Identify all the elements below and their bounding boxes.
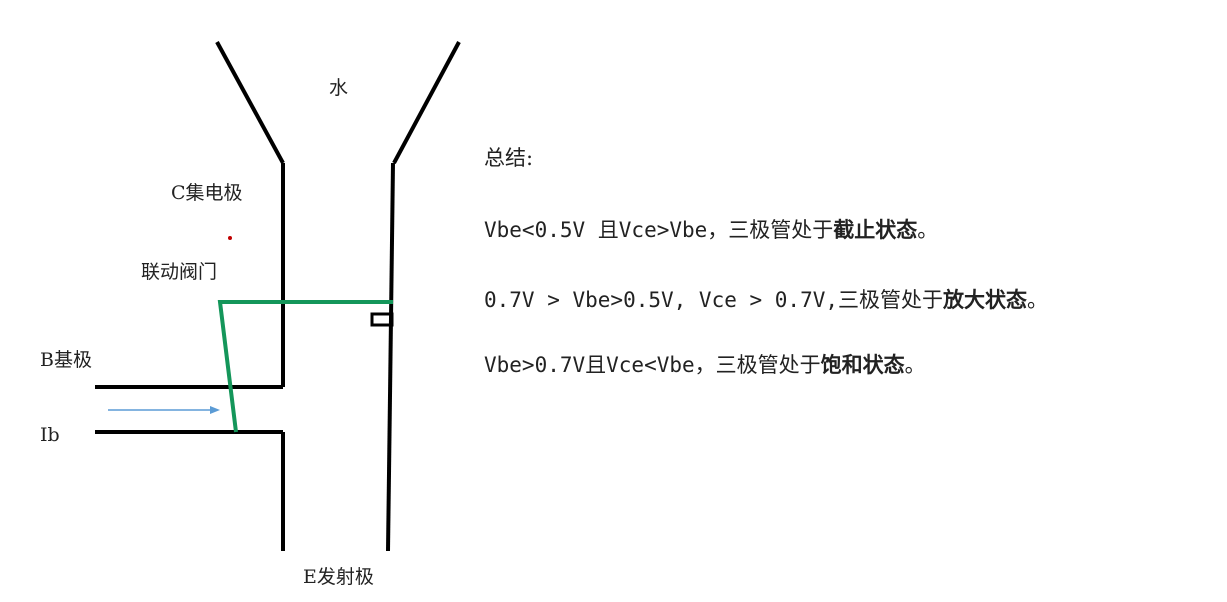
saturation-period: 。 (904, 353, 926, 377)
water-label: 水 (329, 77, 349, 99)
summary-amplify-line: 0.7V > Vbe>0.5V, Vce > 0.7V,三极管处于放大状态。 (484, 289, 1048, 311)
funnel-left-wall (215, 41, 285, 164)
amplify-state: 放大状态 (943, 287, 1028, 312)
summary-cutoff-line: Vbe<0.5V 且Vce>Vbe，三极管处于截止状态。 (484, 219, 938, 241)
summary-title: 总结: (484, 146, 534, 170)
transistor-water-analogy-diagram (95, 41, 461, 552)
linked-valve-lever (217, 300, 393, 433)
valve-pivot-box (370, 312, 394, 327)
collector-label: C集电极 (171, 182, 243, 204)
cutoff-period: 。 (917, 218, 939, 242)
ib-label: Ib (40, 424, 60, 446)
saturation-condition: Vbe>0.7V且Vce<Vbe，三极管处于 (484, 353, 821, 377)
summary-saturation-line: Vbe>0.7V且Vce<Vbe，三极管处于饱和状态。 (484, 354, 926, 376)
ib-arrow-head (210, 406, 220, 414)
emitter-label: E发射极 (303, 566, 374, 588)
valve-label: 联动阀门 (141, 261, 218, 283)
cutoff-state: 截止状态 (833, 217, 918, 242)
base-label: B基极 (40, 349, 92, 371)
saturation-state: 饱和状态 (820, 352, 905, 377)
amplify-condition: 0.7V > Vbe>0.5V, Vce > 0.7V,三极管处于 (484, 288, 944, 312)
red-dot-marker (228, 236, 232, 240)
cutoff-condition: Vbe<0.5V 且Vce>Vbe，三极管处于 (484, 218, 834, 242)
amplify-period: 。 (1027, 288, 1049, 312)
funnel-right-wall (392, 41, 461, 164)
pipe-right-wall (386, 162, 395, 552)
